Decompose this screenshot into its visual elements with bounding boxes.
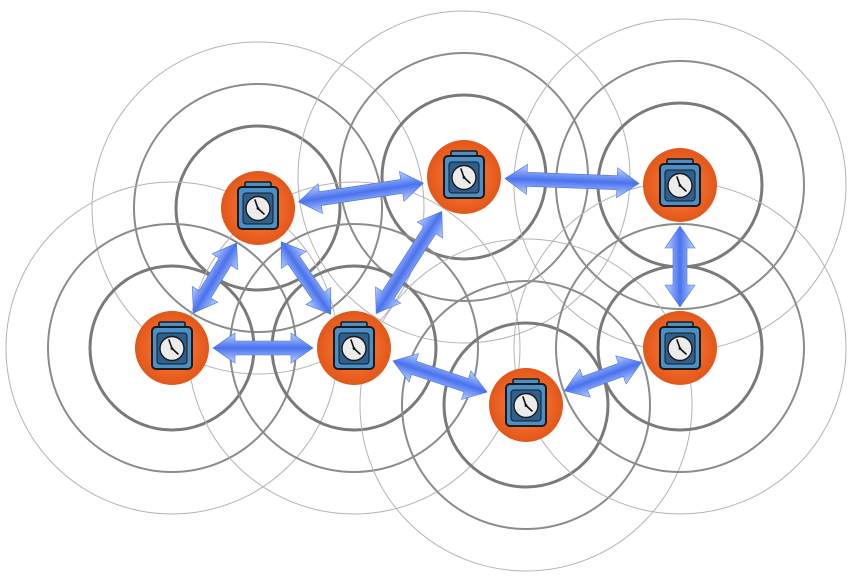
- sync-arrow: [504, 163, 640, 199]
- clock-icon: [237, 181, 279, 230]
- sync-links: [191, 163, 696, 400]
- clock-icon: [333, 321, 375, 370]
- clock-icon: [659, 158, 701, 207]
- sync-arrow: [392, 353, 488, 400]
- clock-node: [427, 140, 501, 214]
- clock-icon: [443, 150, 485, 199]
- signal-ring: [174, 124, 342, 292]
- signal-ring: [359, 238, 693, 572]
- signal-ring: [555, 223, 805, 473]
- clock-node: [221, 171, 295, 245]
- clock-node: [489, 368, 563, 442]
- sync-arrow: [191, 242, 239, 314]
- signal-ring: [401, 280, 651, 530]
- sync-arrow: [375, 211, 443, 314]
- clock-icon: [505, 378, 547, 427]
- signal-ring: [442, 321, 610, 489]
- clock-icon: [151, 321, 193, 370]
- sync-arrow: [212, 332, 314, 364]
- sync-arrow: [563, 355, 643, 398]
- sync-arrow: [664, 225, 696, 308]
- clock-node: [317, 311, 391, 385]
- signal-ring: [91, 41, 425, 375]
- sync-arrow: [280, 241, 332, 315]
- sync-arrow: [298, 171, 424, 214]
- clock-node: [643, 311, 717, 385]
- signal-ring: [133, 83, 383, 333]
- clock-node: [135, 311, 209, 385]
- clock-nodes: [135, 140, 717, 442]
- clock-icon: [659, 321, 701, 370]
- clock-node: [643, 148, 717, 222]
